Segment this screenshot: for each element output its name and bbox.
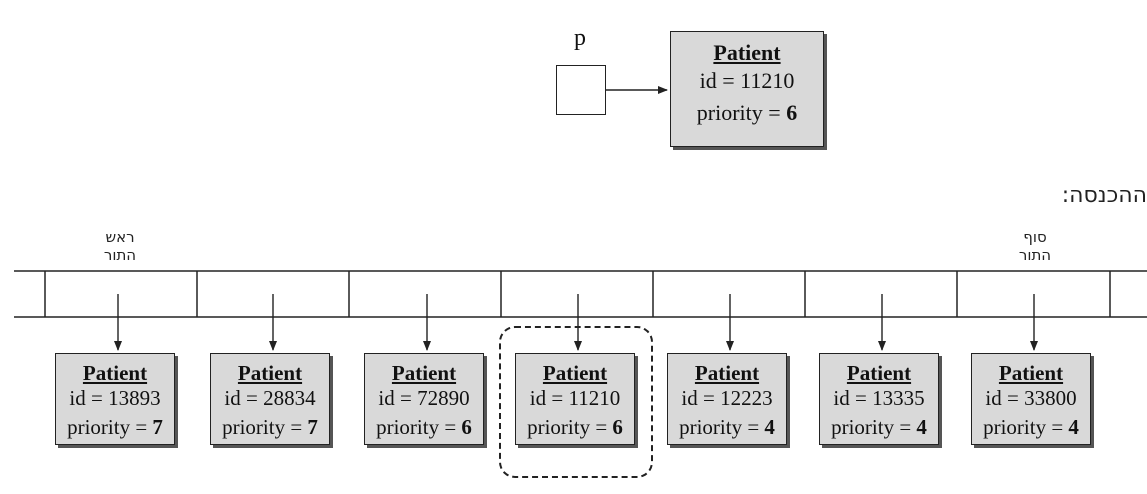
queue-cell-arrows bbox=[114, 294, 1038, 351]
patient-title: Patient bbox=[846, 361, 912, 385]
patient-title: Patient bbox=[391, 361, 457, 385]
patient-priority: priority = 7 bbox=[67, 415, 163, 439]
patient-id: id = 11210 bbox=[699, 68, 795, 93]
queue-cell-dividers bbox=[44, 271, 1111, 317]
patient-priority: priority = 4 bbox=[983, 415, 1079, 439]
insertion-caption: ההכנסה: bbox=[1061, 183, 1147, 208]
queue-tail-label: סוף התור bbox=[1018, 228, 1052, 264]
patient-id: id = 12223 bbox=[681, 386, 773, 410]
patient-title: Patient bbox=[694, 361, 760, 385]
patient-title: Patient bbox=[542, 361, 608, 385]
patient-priority: priority = 7 bbox=[222, 415, 318, 439]
patient-priority: priority = 6 bbox=[376, 415, 472, 439]
patient-id: id = 13893 bbox=[69, 386, 161, 410]
patient-id: id = 28834 bbox=[224, 386, 316, 410]
patient-id: id = 13335 bbox=[833, 386, 925, 410]
patient-id: id = 33800 bbox=[985, 386, 1077, 410]
patient-priority: priority = 4 bbox=[831, 415, 927, 439]
queue-head-label: ראש התור bbox=[103, 228, 137, 264]
patient-title: Patient bbox=[713, 40, 781, 65]
pointer-box bbox=[556, 65, 606, 115]
patient-id: id = 72890 bbox=[378, 386, 470, 410]
patient-priority: priority = 6 bbox=[527, 415, 623, 439]
patient-title: Patient bbox=[82, 361, 148, 385]
pointer-label: p bbox=[574, 25, 586, 51]
patient-title: Patient bbox=[237, 361, 303, 385]
pointed-patient-box: Patient id = 11210 priority = 6 bbox=[670, 31, 824, 147]
patient-priority: priority = 6 bbox=[696, 100, 798, 125]
patient-title: Patient bbox=[998, 361, 1064, 385]
patient-id: id = 11210 bbox=[529, 386, 621, 410]
patient-priority: priority = 4 bbox=[679, 415, 775, 439]
inserted-patient-highlight bbox=[499, 326, 653, 478]
